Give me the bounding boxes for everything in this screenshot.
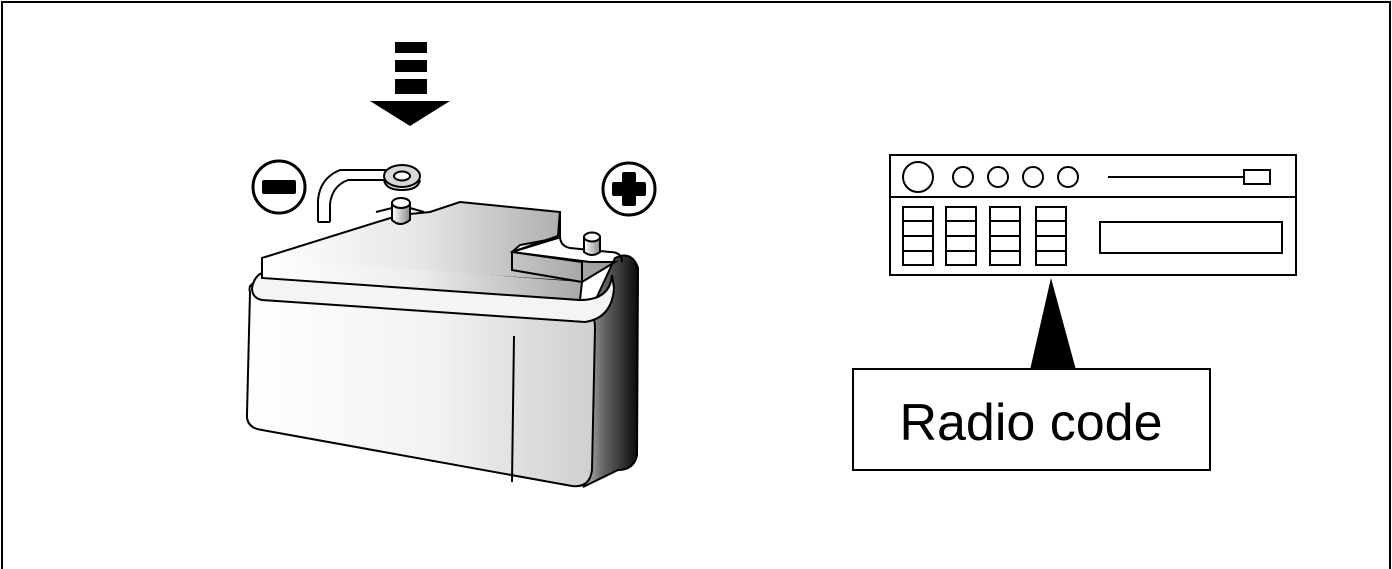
battery-lid-block <box>261 250 584 302</box>
radio-round-button <box>987 166 1009 188</box>
negative-cable <box>317 164 421 223</box>
car-radio-icon <box>889 154 1297 276</box>
negative-terminal-post <box>375 197 425 225</box>
radio-display <box>1099 221 1283 254</box>
radio-preset-grid <box>902 206 1067 266</box>
callout-label: Radio code <box>899 394 1162 452</box>
car-battery-icon <box>245 42 657 488</box>
battery-front-crease <box>511 335 515 483</box>
callout-box <box>852 368 1211 471</box>
radio-round-button <box>952 166 974 188</box>
radio-tuning-handle <box>1243 169 1271 185</box>
minus-sign-icon <box>251 159 307 215</box>
radio-volume-knob <box>902 161 934 193</box>
callout-pointer <box>1030 278 1076 370</box>
radio-round-button <box>1022 166 1044 188</box>
plus-sign-icon <box>601 161 657 217</box>
positive-terminal-post <box>583 231 601 256</box>
radio-round-button <box>1057 166 1079 188</box>
battery-lid-right-edge <box>559 212 623 263</box>
down-arrow-icon <box>370 42 450 126</box>
